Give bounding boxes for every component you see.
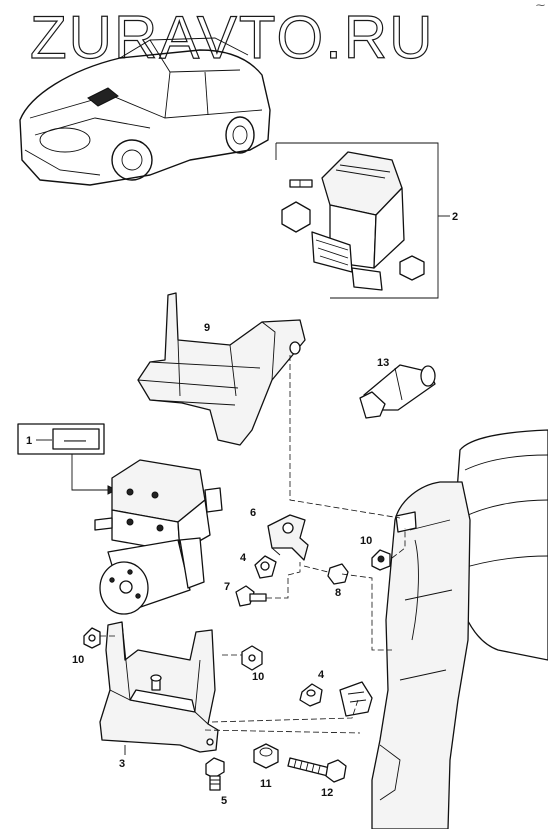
upper-bracket-group: 9 [137, 292, 306, 446]
routing-lines [100, 355, 406, 734]
part-label-12: 12 [321, 787, 333, 799]
part-label-10c: 10 [252, 671, 264, 683]
car-thumbnail [19, 37, 271, 186]
small-bracket-group: 6 4 7 8 [224, 507, 349, 607]
part-label-10b: 10 [72, 654, 84, 666]
abs-control-unit-group: 2 [275, 142, 458, 299]
watermark: ZURAVTO.RU [30, 6, 434, 66]
watermark-text: ZURAVTO.RU [30, 6, 434, 66]
part-label-4a: 4 [240, 552, 247, 564]
nut-10-right: 10 [360, 535, 391, 571]
part-label-10a: 10 [360, 535, 372, 547]
part-label-11: 11 [260, 778, 272, 790]
part-label-4b: 4 [318, 669, 325, 681]
nut-10-left: 10 [72, 627, 101, 666]
part-label-13: 13 [377, 357, 389, 369]
nut-4-lower: 4 [299, 669, 325, 707]
spacer-11: 11 [253, 743, 279, 790]
part-label-7: 7 [224, 581, 230, 593]
part-label-1: 1 [26, 435, 32, 447]
legend-symbol: —— [64, 435, 86, 447]
nut-10-middle: 10 [241, 645, 264, 683]
corner-mark: ⁓ [536, 0, 545, 10]
part-label-6: 6 [250, 507, 256, 519]
part-label-5: 5 [221, 795, 227, 807]
strut-tower [339, 429, 548, 829]
lower-bracket-group: 3 [99, 621, 219, 770]
bolt-12: 12 [287, 757, 347, 799]
part-label-9: 9 [204, 322, 210, 334]
sensor-group: 13 [359, 357, 436, 419]
legend-box-group: 1 —— [17, 423, 118, 495]
bolt-5: 5 [205, 757, 227, 807]
part-label-2: 2 [452, 211, 458, 223]
part-label-8: 8 [335, 587, 341, 599]
part-label-3: 3 [119, 758, 125, 770]
hydraulic-unit-group [94, 459, 223, 615]
